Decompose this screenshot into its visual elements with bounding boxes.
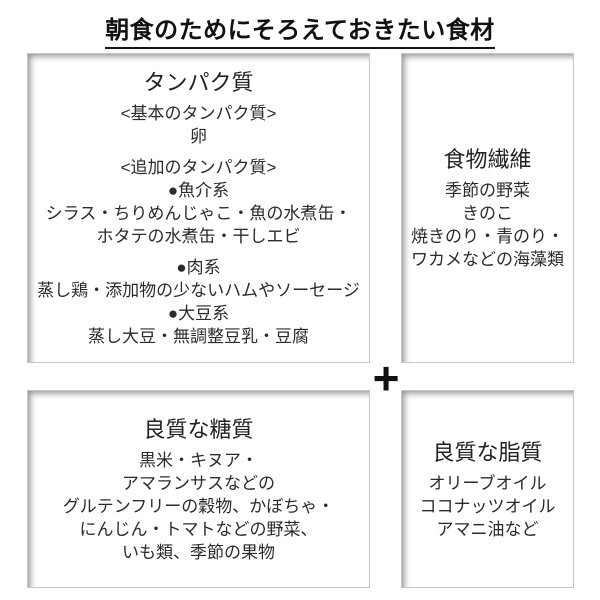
protein-line: 蒸し鶏・添加物の少ないハムやソーセージ <box>37 281 360 300</box>
carbs-line: グルテンフリーの穀物、かぼちゃ・ <box>62 496 335 516</box>
protein-heading: タンパク質 <box>143 70 254 95</box>
carbs-box: 良質な糖質 黒米・キヌア・ アマランサスなどの グルテンフリーの穀物、かぼちゃ・… <box>27 390 370 588</box>
protein-line: <追加のタンパク質> <box>120 158 277 177</box>
fats-heading: 良質な脂質 <box>432 439 543 465</box>
protein-box: タンパク質 <基本のタンパク質> 卵 <追加のタンパク質> ●魚介系 シラス・ち… <box>27 53 370 363</box>
carbs-heading: 良質な糖質 <box>143 416 254 442</box>
fats-line: ココナッツオイル <box>419 496 556 516</box>
carbs-line: 黒米・キヌア・ <box>139 450 258 470</box>
carbs-line: いも類、季節の果物 <box>122 542 275 562</box>
plus-icon: + <box>372 352 400 404</box>
carbs-line: アマランサスなどの <box>122 473 275 493</box>
fats-line: オリーブオイル <box>428 473 547 493</box>
protein-line: <基本のタンパク質> <box>120 104 277 123</box>
protein-line: 卵 <box>190 127 207 146</box>
fiber-line: ワカメなどの海藻類 <box>411 250 564 269</box>
protein-line: シラス・ちりめんじゃこ・魚の水煮缶・ <box>45 204 352 223</box>
protein-line: ●大豆系 <box>167 304 230 323</box>
protein-line: ホタテの水煮缶・干しエビ <box>96 227 301 246</box>
fiber-line: きのこ <box>462 204 513 223</box>
carbs-line: にんじん・トマトなどの野菜、 <box>79 519 318 539</box>
page-title-text: 朝食のためにそろえておきたい食材 <box>105 17 495 49</box>
protein-line: ●魚介系 <box>167 181 230 200</box>
fiber-line: 焼きのり・青のり・ <box>411 227 564 246</box>
fiber-heading: 食物繊維 <box>443 147 532 172</box>
fats-box: 良質な脂質 オリーブオイル ココナッツオイル アマニ油など <box>401 390 574 588</box>
page-title: 朝食のためにそろえておきたい食材 <box>0 10 600 49</box>
protein-line: 蒸し大豆・無調整豆乳・豆腐 <box>88 327 309 346</box>
fiber-line: 季節の野菜 <box>445 181 530 200</box>
fiber-box: 食物繊維 季節の野菜 きのこ 焼きのり・青のり・ ワカメなどの海藻類 <box>401 53 574 363</box>
fats-line: アマニ油など <box>436 519 539 539</box>
protein-line: ●肉系 <box>176 258 221 277</box>
